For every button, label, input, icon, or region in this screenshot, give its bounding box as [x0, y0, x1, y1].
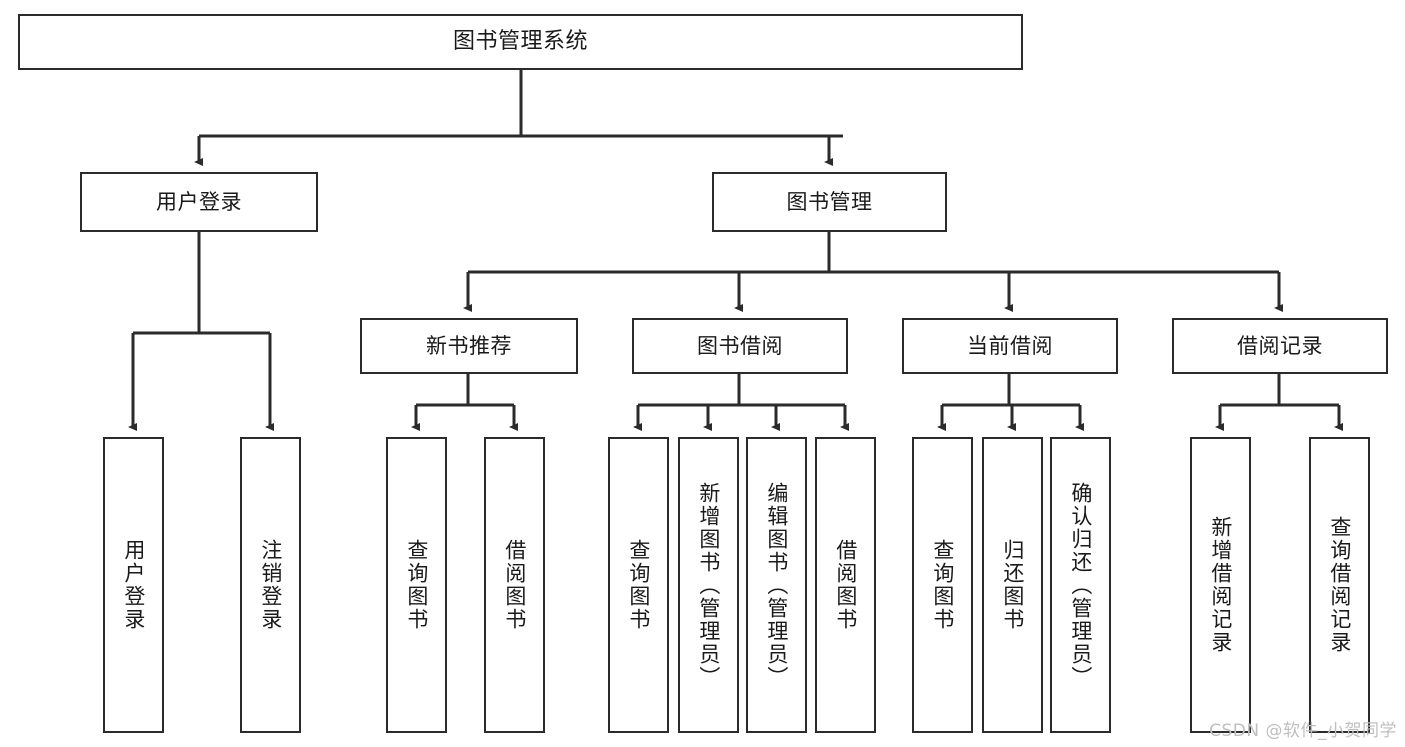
node-borrow-record-label: 借阅记录 [1237, 333, 1323, 358]
node-leaf-query-book[interactable]: 查询图书 [608, 437, 669, 733]
node-leaf-return-book[interactable]: 归还图书 [982, 437, 1043, 733]
node-leaf-user-login-label: 用户登录 [121, 539, 146, 631]
watermark: CSDN @软件_小贺同学 [1209, 721, 1397, 741]
node-leaf-query-book-label: 查询图书 [626, 539, 651, 631]
node-leaf-edit-book-label: 编辑图书（管理员） [764, 481, 789, 689]
node-book-manage[interactable]: 图书管理 [712, 172, 947, 232]
node-book-borrow[interactable]: 图书借阅 [632, 318, 848, 374]
node-borrow-record[interactable]: 借阅记录 [1172, 318, 1388, 374]
node-leaf-borrow-book-label: 借阅图书 [833, 539, 858, 631]
node-leaf-query-record-label: 查询借阅记录 [1327, 516, 1352, 654]
node-leaf-logout[interactable]: 注销登录 [240, 437, 301, 733]
node-leaf-query-book-cur-label: 查询图书 [930, 539, 955, 631]
node-user-login-label: 用户登录 [156, 189, 242, 214]
node-leaf-borrow-book[interactable]: 借阅图书 [815, 437, 876, 733]
node-root-label: 图书管理系统 [452, 29, 588, 55]
node-leaf-return-book-label: 归还图书 [1000, 539, 1025, 631]
node-root[interactable]: 图书管理系统 [18, 14, 1023, 70]
node-leaf-edit-book[interactable]: 编辑图书（管理员） [746, 437, 807, 733]
node-book-borrow-label: 图书借阅 [697, 333, 783, 358]
node-leaf-query-record[interactable]: 查询借阅记录 [1309, 437, 1370, 733]
node-leaf-logout-label: 注销登录 [258, 539, 283, 631]
node-leaf-confirm-return[interactable]: 确认归还（管理员） [1050, 437, 1111, 733]
node-leaf-add-book-label: 新增图书（管理员） [696, 481, 721, 689]
node-leaf-query-book-rec[interactable]: 查询图书 [386, 437, 447, 733]
node-current-borrow[interactable]: 当前借阅 [902, 318, 1118, 374]
node-user-login[interactable]: 用户登录 [80, 172, 318, 232]
node-new-book-recommend-label: 新书推荐 [426, 333, 512, 358]
node-leaf-confirm-return-label: 确认归还（管理员） [1068, 481, 1093, 689]
node-leaf-query-book-cur[interactable]: 查询图书 [912, 437, 973, 733]
node-leaf-add-record[interactable]: 新增借阅记录 [1190, 437, 1251, 733]
node-leaf-borrow-book-rec[interactable]: 借阅图书 [484, 437, 545, 733]
node-new-book-recommend[interactable]: 新书推荐 [360, 318, 578, 374]
node-leaf-query-book-rec-label: 查询图书 [404, 539, 429, 631]
node-leaf-add-book[interactable]: 新增图书（管理员） [678, 437, 739, 733]
node-leaf-user-login[interactable]: 用户登录 [103, 437, 164, 733]
node-book-manage-label: 图书管理 [786, 189, 873, 214]
node-leaf-borrow-book-rec-label: 借阅图书 [502, 539, 527, 631]
node-leaf-add-record-label: 新增借阅记录 [1208, 516, 1233, 654]
node-current-borrow-label: 当前借阅 [967, 333, 1053, 358]
